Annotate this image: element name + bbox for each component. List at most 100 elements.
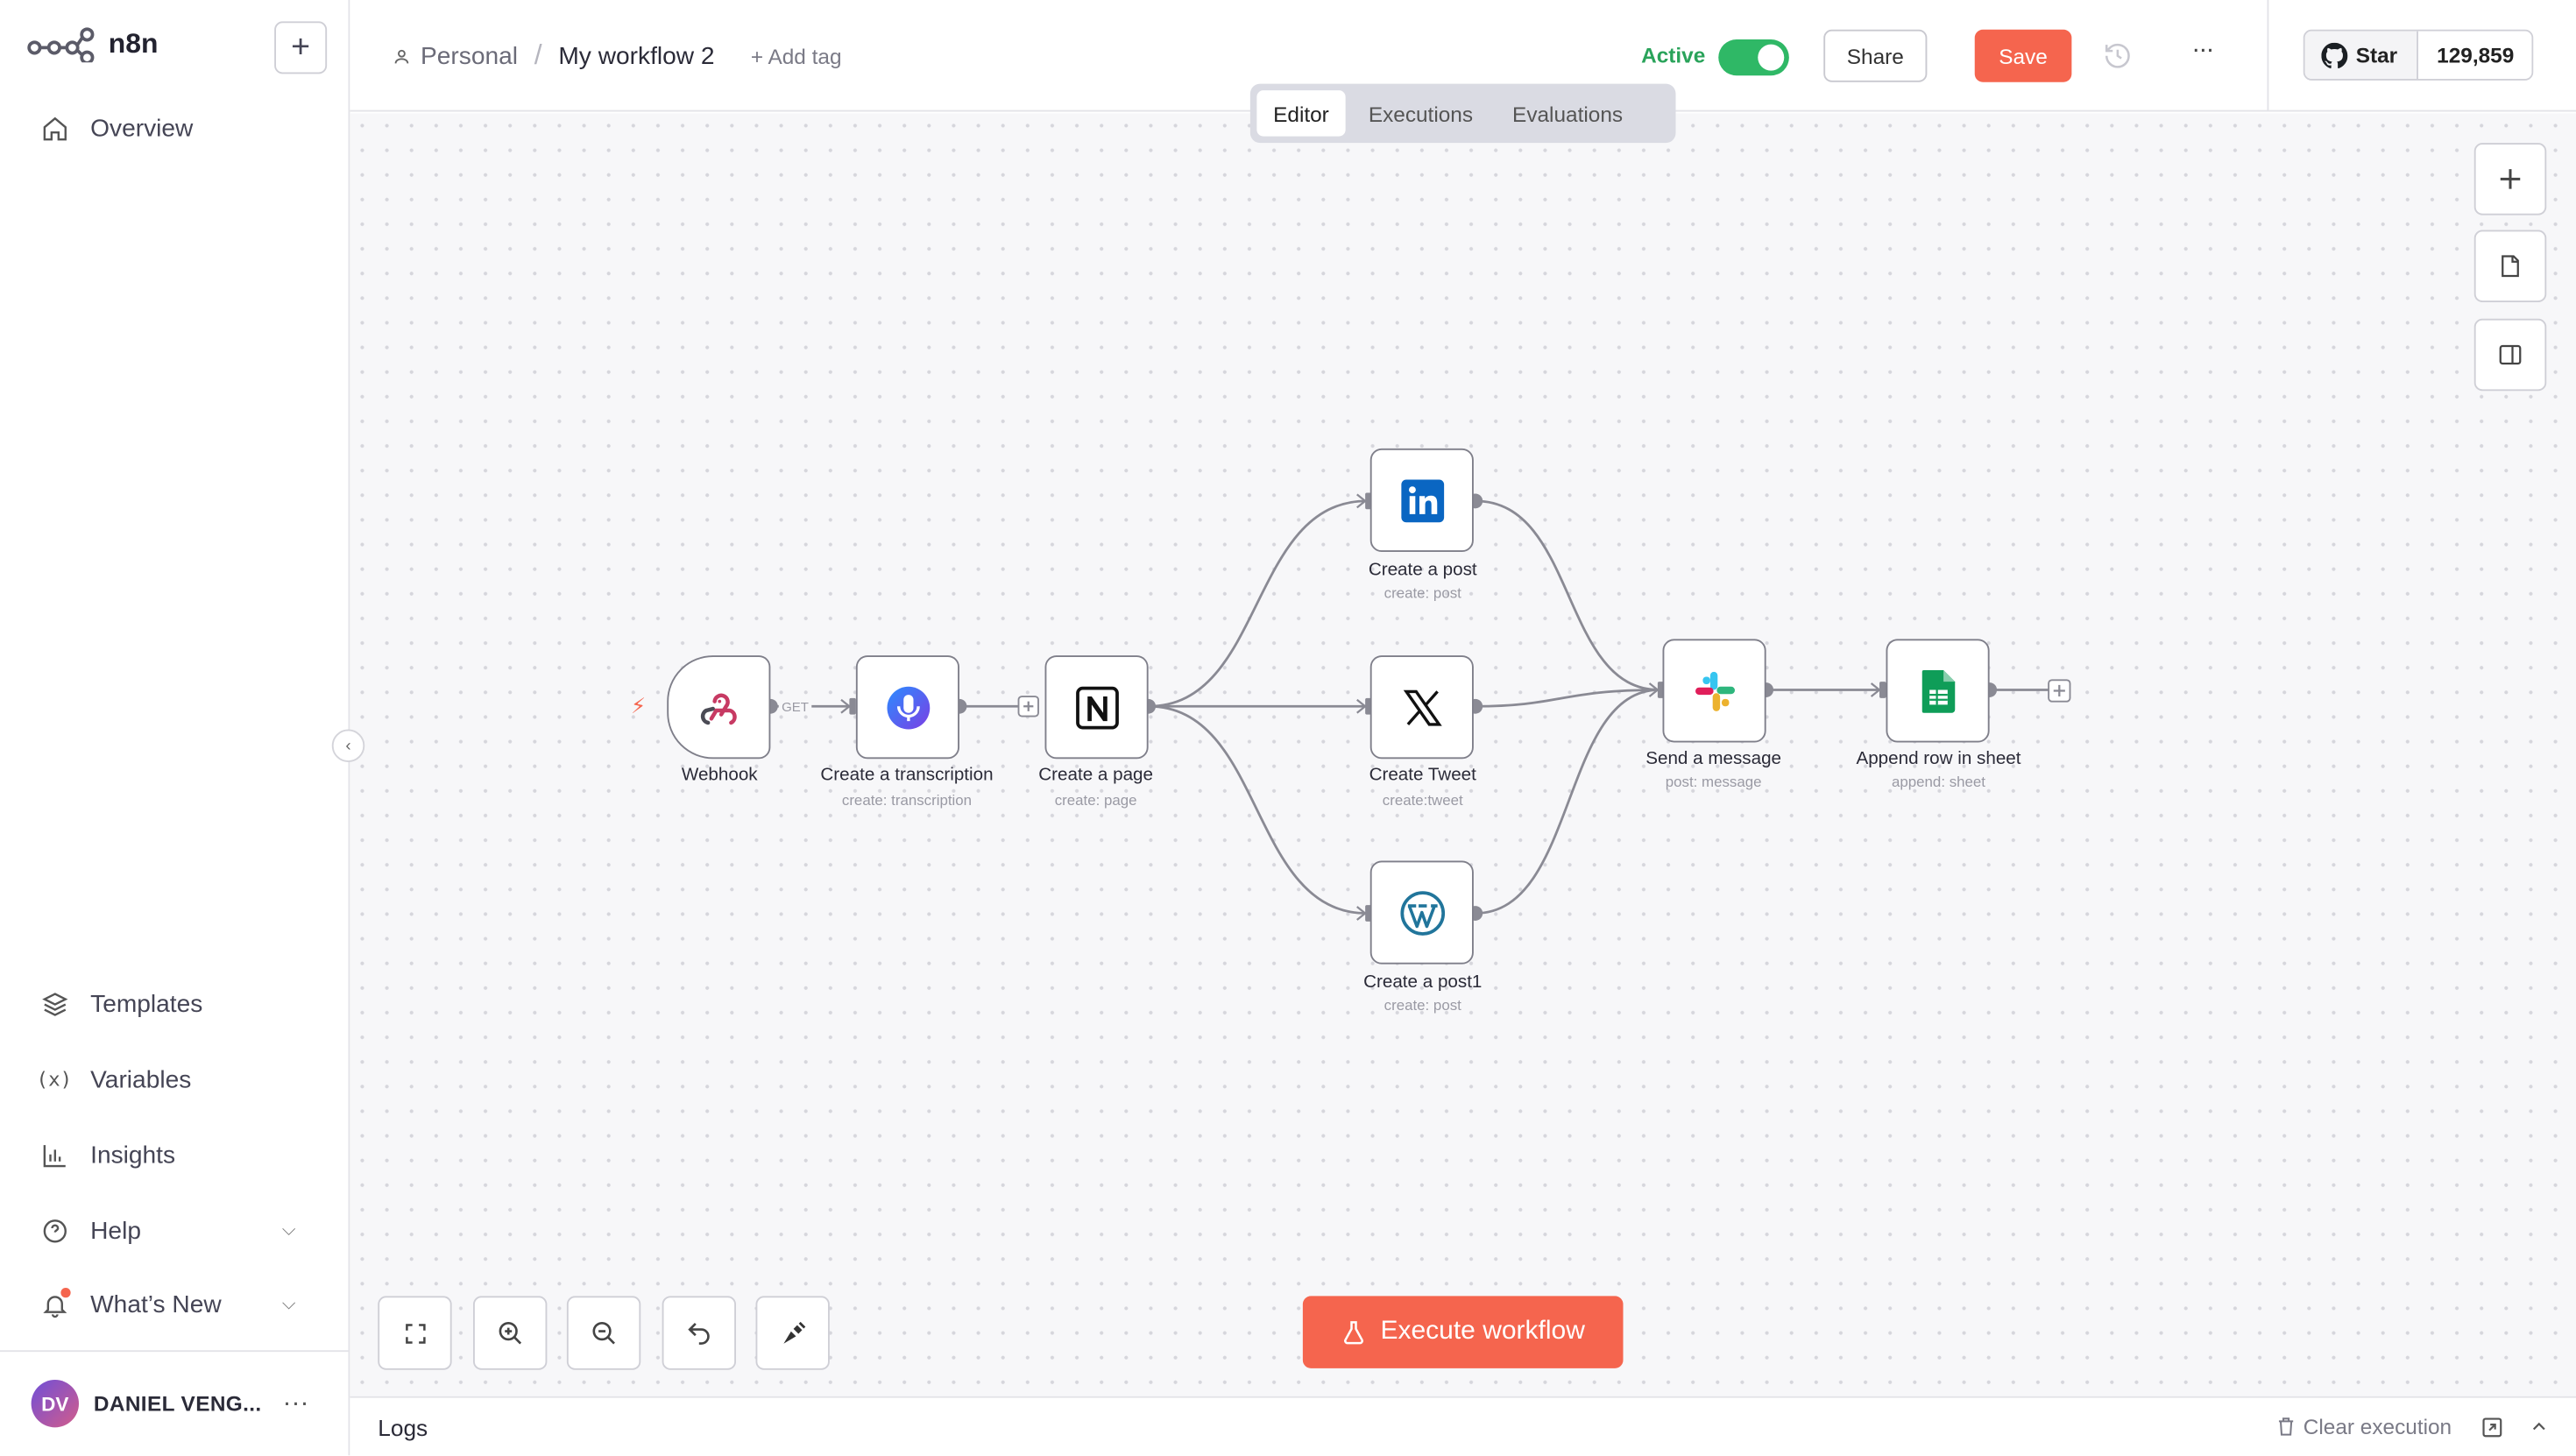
zoom-out-button[interactable]: [566, 1296, 641, 1370]
x-icon: [1402, 689, 1441, 725]
more-options-icon[interactable]: ···: [282, 1389, 309, 1417]
user-name: DANIEL VENG...: [93, 1391, 262, 1417]
tidy-up-button[interactable]: [755, 1296, 830, 1370]
fullscreen-icon: [405, 1323, 425, 1343]
chevron-up-icon[interactable]: [2529, 1416, 2550, 1437]
breadcrumb-separator: /: [534, 39, 542, 71]
avatar: DV: [31, 1380, 79, 1428]
node-create-transcription[interactable]: [855, 655, 959, 760]
node-label: Send a message: [1645, 749, 1782, 769]
node-subtitle: create: transcription: [841, 791, 973, 809]
node-label: Create a transcription: [820, 765, 994, 786]
sidebar-item-variables[interactable]: (x) Variables: [26, 1051, 322, 1107]
toggle-knob: [1758, 44, 1785, 71]
breadcrumb-project[interactable]: Personal: [393, 42, 518, 70]
sidebar-item-whats-new[interactable]: What’s New ⌵: [26, 1276, 322, 1332]
app-logo[interactable]: n8n: [26, 26, 159, 63]
chevron-down-icon[interactable]: ⌵: [281, 1219, 296, 1240]
header-divider: [2267, 0, 2269, 112]
toggle-panel-button[interactable]: [2473, 318, 2547, 392]
fit-view-button[interactable]: [378, 1296, 452, 1370]
google-sheets-icon: [1921, 669, 1955, 712]
linkedin-icon: [1400, 478, 1444, 522]
user-menu[interactable]: DV DANIEL VENG... ···: [0, 1350, 349, 1455]
add-tag-button[interactable]: + Add tag: [750, 43, 842, 68]
workflow-title[interactable]: My workflow 2: [558, 41, 715, 70]
active-label: Active: [1641, 42, 1706, 67]
zoom-in-button[interactable]: [473, 1296, 548, 1370]
sidebar-item-templates[interactable]: Templates: [26, 976, 322, 1032]
n8n-logo-icon: [27, 27, 95, 63]
github-icon: [2321, 41, 2348, 68]
pop-out-icon[interactable]: [2480, 1416, 2503, 1438]
broom-icon: [782, 1320, 805, 1343]
tab-editor[interactable]: Editor: [1256, 90, 1346, 137]
sidebar-item-label: Overview: [90, 114, 194, 143]
more-options-icon[interactable]: ···: [2191, 36, 2214, 65]
save-button[interactable]: Save: [1974, 29, 2072, 82]
clear-execution-button[interactable]: Clear execution: [2275, 1414, 2452, 1439]
node-subtitle: create: post: [1384, 997, 1461, 1014]
create-new-button[interactable]: +: [274, 21, 328, 74]
node-subtitle: create: page: [1054, 791, 1137, 809]
app-name: n8n: [108, 27, 159, 60]
active-toggle[interactable]: [1718, 39, 1789, 76]
logs-title[interactable]: Logs: [378, 1414, 428, 1441]
add-node-button[interactable]: [2473, 143, 2547, 216]
node-label: Create a page: [1038, 765, 1153, 786]
bell-icon: [39, 1288, 71, 1319]
wordpress-icon: [1399, 890, 1445, 935]
sidebar-item-overview[interactable]: Overview: [26, 100, 322, 156]
chevron-down-icon[interactable]: ⌵: [281, 1293, 296, 1314]
node-subtitle: post: message: [1665, 774, 1762, 790]
sidebar-item-label: Templates: [90, 989, 203, 1018]
zoom-out-icon: [592, 1321, 615, 1345]
variables-icon: (x): [36, 1067, 73, 1091]
github-star-button[interactable]: Star: [2304, 31, 2419, 79]
home-icon: [39, 113, 69, 143]
node-subtitle: append: sheet: [1892, 774, 1985, 790]
node-google-sheets-append[interactable]: [1886, 639, 1990, 743]
node-subtitle: create: post: [1384, 584, 1461, 602]
view-tabs: Editor Executions Evaluations: [1249, 83, 1676, 144]
plus-icon: [2500, 169, 2521, 189]
slack-icon: [1695, 670, 1735, 710]
node-label: Append row in sheet: [1856, 749, 2021, 769]
node-wordpress-create-post[interactable]: [1369, 860, 1474, 965]
help-icon: [39, 1216, 69, 1246]
notification-dot: [60, 1288, 71, 1298]
tab-executions[interactable]: Executions: [1368, 101, 1474, 126]
node-label: Create a post1: [1363, 972, 1483, 993]
execute-workflow-label: Execute workflow: [1380, 1317, 1585, 1346]
sidebar: n8n + Overview Templates (x) Variables I…: [0, 0, 350, 1456]
undo-button[interactable]: [662, 1296, 736, 1370]
sidebar-item-help[interactable]: Help ⌵: [26, 1203, 322, 1259]
sidebar-item-insights[interactable]: Insights: [26, 1127, 322, 1183]
sidebar-item-label: What’s New: [90, 1290, 222, 1318]
add-sticky-note-button[interactable]: [2473, 230, 2547, 302]
node-webhook[interactable]: [667, 655, 771, 760]
zoom-in-icon: [499, 1321, 522, 1345]
sidebar-item-label: Variables: [90, 1064, 192, 1093]
undo-icon: [688, 1322, 710, 1345]
sidebar-item-label: Help: [90, 1216, 141, 1245]
clear-execution-label: Clear execution: [2303, 1414, 2452, 1439]
node-slack-send-message[interactable]: [1662, 639, 1766, 743]
share-button[interactable]: Share: [1823, 29, 1928, 82]
tab-evaluations[interactable]: Evaluations: [1512, 101, 1624, 126]
history-icon[interactable]: [2103, 41, 2133, 71]
node-create-page[interactable]: [1044, 655, 1149, 760]
notion-icon: [1075, 685, 1118, 729]
github-star-widget[interactable]: Star 129,859: [2303, 29, 2534, 81]
trigger-bolt-icon: ⚡: [631, 693, 647, 718]
execute-workflow-button[interactable]: Execute workflow: [1302, 1296, 1624, 1368]
node-create-tweet[interactable]: [1369, 655, 1474, 760]
node-subtitle: create:tweet: [1382, 791, 1463, 809]
logs-panel: Logs Clear execution: [350, 1396, 2576, 1456]
node-linkedin-create-post[interactable]: [1369, 448, 1474, 552]
sticky-note-icon: [2502, 255, 2519, 278]
templates-icon: [39, 989, 69, 1019]
collapse-sidebar-button[interactable]: ‹: [331, 729, 365, 762]
assemblyai-icon: [886, 685, 930, 729]
